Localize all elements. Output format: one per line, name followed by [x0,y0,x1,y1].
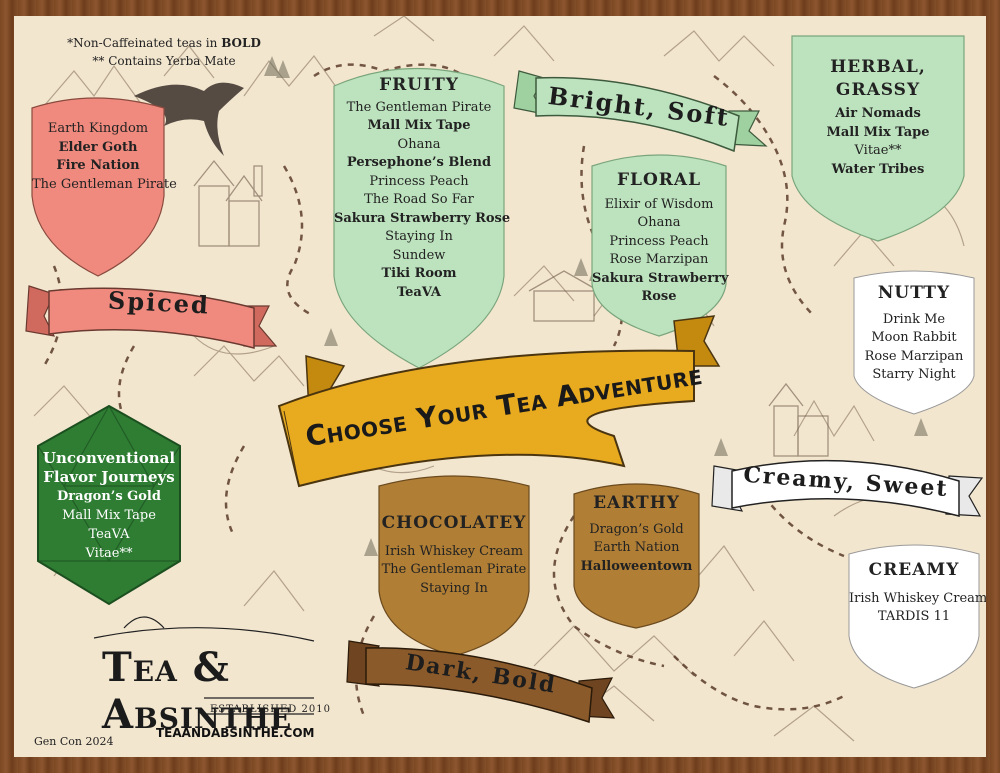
nutty-tea-item: Starry Night [872,367,956,382]
fruity-tea-item: Persephone’s Blend [346,155,492,170]
fruity-tea-list: FRUITY The Gentleman Pirate Mall Mix Tap… [334,75,511,302]
spiced-banner [25,285,278,349]
herbal-tea-item: Vitae** [854,143,902,158]
d20-polygon [37,404,181,606]
floral-heading: FLORAL [616,170,702,190]
spiced-tea-list: Earth Kingdom Elder Goth Fire Nation The… [32,120,177,194]
herbal-tea-item: Water Tribes [831,161,925,177]
legend-line-2: ** Contains Yerba Mate [92,54,236,68]
earthy-tea-item: Halloweentown [580,558,693,574]
creamy-tea-list: CREAMY Irish Whiskey Cream TARDIS 11 [849,560,986,627]
herbal-tea-item: Mall Mix Tape [826,124,930,140]
nutty-tea-item: Drink Me [882,311,946,327]
floral-tea-item: Elixir of Wisdom [604,196,714,212]
event-label: Gen Con 2024 [34,735,114,748]
spiced-tea-item: The Gentleman Pirate [32,176,177,192]
spiced-tea-item: Elder Goth [58,139,138,155]
fruity-tea-item: TeaVA [396,284,442,300]
floral-tea-item: Ohana [637,215,681,230]
nutty-tea-item: Rose Marzipan [864,348,964,364]
nutty-tea-item: Moon Rabbit [871,330,957,345]
fruity-tea-item: The Gentleman Pirate [346,99,492,115]
map-decoration [25,16,984,742]
fruity-tea-item: Tiki Room [381,266,457,281]
tea-map: *Non-Caffeinated teas in BOLD ** Contain… [14,16,986,757]
brand-logo: Tea & Absinthe [102,644,293,738]
floral-shield [591,154,727,337]
fruity-tea-item: Princess Peach [369,173,469,189]
logo-flourish [93,616,315,715]
brand-url: TEAANDABSINTHE.COM [156,726,315,740]
earthy-shield [573,483,700,629]
brand-established: ESTABLISHED 2010 [210,704,331,715]
chocolatey-shield [378,475,530,657]
fruity-heading: FRUITY [379,75,459,95]
earthy-tea-item: Earth Nation [593,540,680,555]
herbal-heading-line-1: HERBAL, [830,57,926,77]
spiced-tea-item: Earth Kingdom [47,121,149,136]
floral-tea-item: Sakura Strawberry [592,270,729,286]
unconventional-tea-item: Mall Mix Tape [62,508,156,523]
spiced-shield [31,97,165,277]
dark-bold-banner [346,640,616,724]
unconventional-tea-item: Vitae** [85,546,133,561]
earthy-tea-item: Dragon’s Gold [589,521,684,537]
unconventional-heading-line-2: Flavor Journeys [43,468,175,486]
creamy-tea-item: TARDIS 11 [877,609,951,624]
legend-line-1: *Non-Caffeinated teas in BOLD [67,36,261,50]
chocolatey-tea-item: The Gentleman Pirate [381,562,527,577]
fruity-tea-item: Staying In [385,229,453,244]
title-banner [277,315,721,488]
unconventional-tea-item: TeaVA [88,527,130,542]
creamy-shield [848,544,980,689]
herbal-shield [791,35,965,242]
unconventional-heading-line-1: Unconventional [42,449,176,467]
nutty-shield [853,270,975,415]
chocolatey-heading: CHOCOLATEY [381,513,527,533]
herbal-tea-list: HERBAL, GRASSY Air Nomads Mall Mix Tape … [792,58,964,179]
creamy-tea-item: Irish Whiskey Cream [849,590,986,606]
chocolatey-tea-item: Staying In [420,580,488,596]
fruity-tea-item: Sundew [392,247,446,263]
nutty-heading: NUTTY [877,283,951,303]
herbal-heading-line-2: GRASSY [835,79,921,100]
nutty-tea-list: NUTTY Drink Me Moon Rabbit Rose Marzipan… [854,284,974,385]
chocolatey-tea-item: Irish Whiskey Cream [384,543,524,559]
herbal-tea-item: Air Nomads [835,106,921,121]
dragon-icon [134,82,244,156]
floral-tea-item: Rose Marzipan [609,252,709,267]
unconventional-tea-list: Unconventional Flavor Journeys Dragon’s … [38,449,180,563]
bright-soft-banner [513,70,768,153]
floral-tea-list: FLORAL Elixir of Wisdom Ohana Princess P… [592,170,729,307]
unconventional-tea-item: Dragon’s Gold [57,489,161,504]
fruity-tea-item: Sakura Strawberry Rose [334,210,511,226]
floral-tea-item: Rose [641,289,677,304]
spiced-tea-item: Fire Nation [56,158,140,173]
creamy-heading: CREAMY [868,560,960,580]
fruity-tea-item: Mall Mix Tape [367,118,471,133]
fruity-tea-item: The Road So Far [364,192,474,207]
fruity-shield [333,67,505,369]
floral-tea-item: Princess Peach [609,233,709,249]
creamy-sweet-banner [711,459,984,517]
fruity-tea-item: Ohana [397,136,441,152]
chocolatey-tea-list: CHOCOLATEY Irish Whiskey Cream The Gentl… [379,514,529,598]
earthy-heading: EARTHY [593,493,680,513]
earthy-tea-list: EARTHY Dragon’s Gold Earth Nation Hallow… [574,494,699,576]
